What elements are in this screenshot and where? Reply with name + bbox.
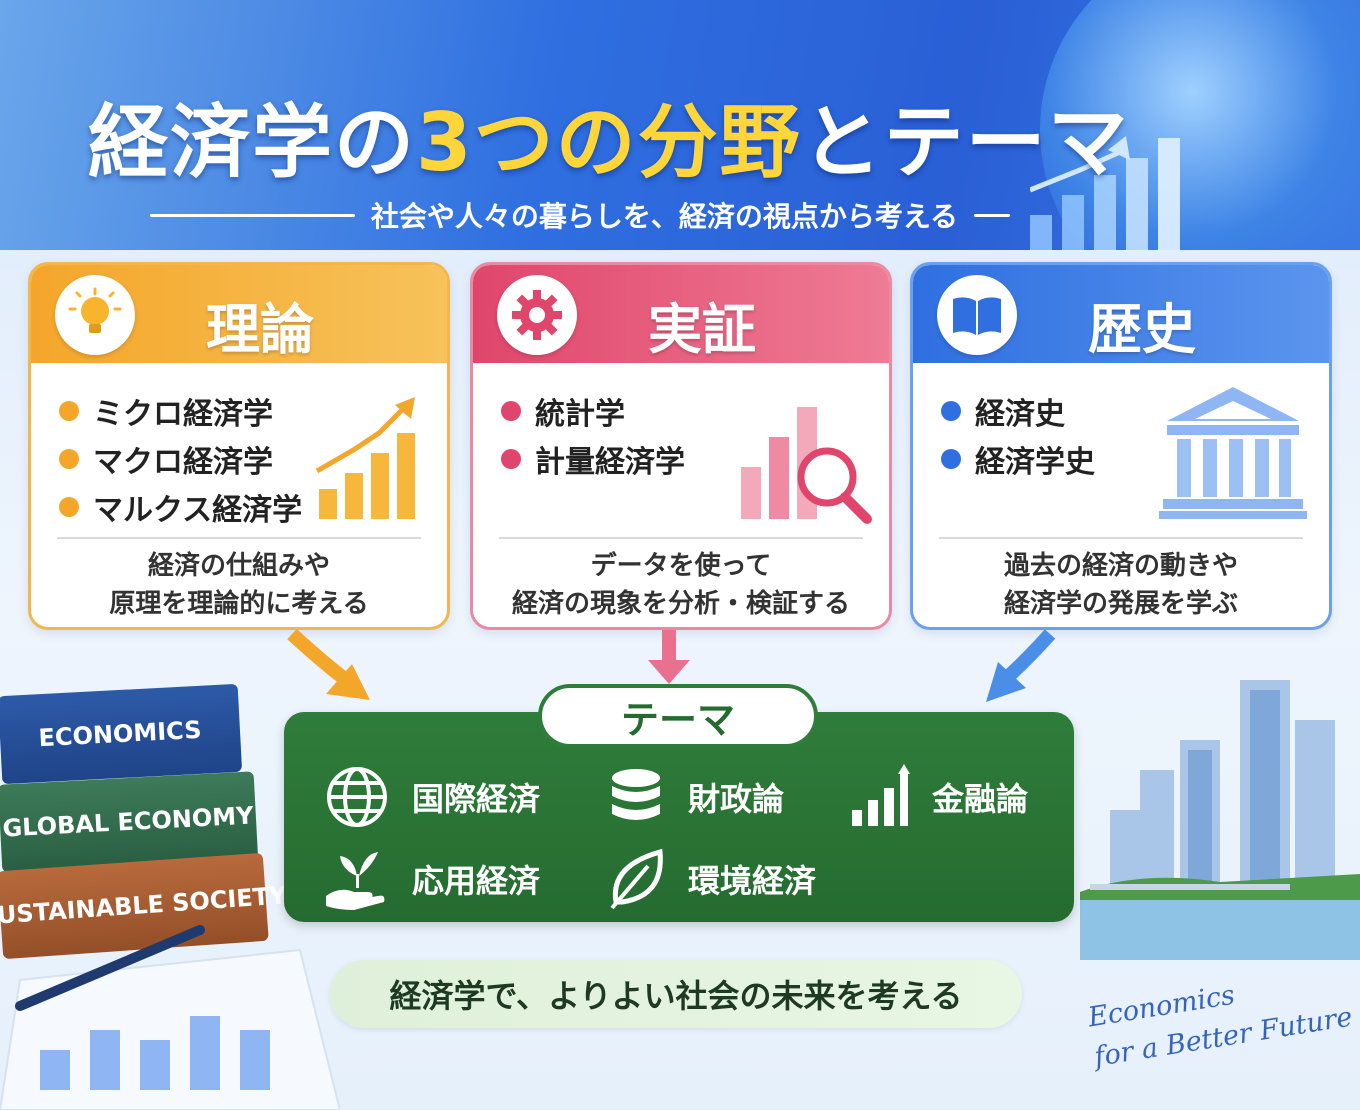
coins-icon [612, 769, 660, 820]
page-title: 経済学の3つの分野とテーマ [88, 96, 1130, 189]
list-item: 経済史 [941, 387, 1095, 435]
data-analysis-icon [741, 407, 872, 524]
list-item: マルクス経済学 [59, 483, 302, 531]
field-card-empirical: 実証 統計学 計量経済学 データを使って経済の現象を分析・検証する [470, 262, 892, 630]
closing-message: 経済学で、よりよい社会の未来を考える [330, 960, 1022, 1028]
card-header: 実証 [473, 265, 889, 363]
book-economics: ECONOMICS [0, 683, 243, 785]
growth-chart-icon [315, 397, 415, 519]
card-header: 歴史 [913, 265, 1329, 363]
lightbulb-icon [55, 275, 135, 355]
list-item: マクロ経済学 [59, 435, 302, 483]
header-banner: 経済学の3つの分野とテーマ 社会や人々の暮らしを、経済の視点から考える [0, 0, 1360, 250]
card-description: データを使って経済の現象を分析・検証する [511, 551, 850, 619]
globe-glow [1040, 0, 1360, 250]
card-description: 経済の仕組みや原理を理論的に考える [109, 551, 369, 619]
desk-papers-decoration [0, 925, 340, 1110]
globe-icon [327, 767, 387, 827]
book-icon [937, 275, 1017, 355]
theme-item-public-finance: 財政論 [606, 764, 784, 830]
rising-chart-decoration [1030, 136, 1180, 250]
list-item: 統計学 [501, 387, 685, 435]
theme-item-environmental: 環境経済 [606, 846, 816, 912]
card-title: 実証 [648, 298, 756, 361]
field-card-history: 歴史 経済史 経済学史 過去の経済の動きや経済学の発展を学ぶ [910, 262, 1332, 630]
arrows-to-theme [287, 628, 1056, 702]
city-skyline-illustration [1080, 680, 1360, 960]
gear-icon [497, 275, 577, 355]
leaf-icon [610, 848, 663, 910]
theme-item-applied: 応用経済 [324, 846, 540, 912]
bar-chart-icon [852, 764, 910, 826]
classical-building-icon [1159, 387, 1307, 519]
card-description: 過去の経済の動きや経済学の発展を学ぶ [1003, 551, 1238, 619]
list-item: ミクロ経済学 [59, 387, 302, 435]
subfield-list: 経済史 経済学史 [941, 387, 1095, 483]
subfield-list: ミクロ経済学 マクロ経済学 マルクス経済学 [59, 387, 302, 531]
subfield-list: 統計学 計量経済学 [501, 387, 685, 483]
card-title: 歴史 [1088, 298, 1196, 361]
card-header: 理論 [31, 265, 447, 363]
list-item: 計量経済学 [501, 435, 685, 483]
page-subtitle: 社会や人々の暮らしを、経済の視点から考える [150, 195, 1010, 235]
theme-title: テーマ [538, 684, 818, 748]
field-card-theory: 理論 ミクロ経済学 マクロ経済学 マルクス経済学 経済の仕組みや原理を理論的に考… [28, 262, 450, 630]
plant-hand-icon [326, 852, 385, 910]
theme-item-international: 国際経済 [324, 764, 540, 830]
list-item: 経済学史 [941, 435, 1095, 483]
theme-item-finance: 金融論 [850, 764, 1028, 830]
card-title: 理論 [206, 298, 314, 361]
